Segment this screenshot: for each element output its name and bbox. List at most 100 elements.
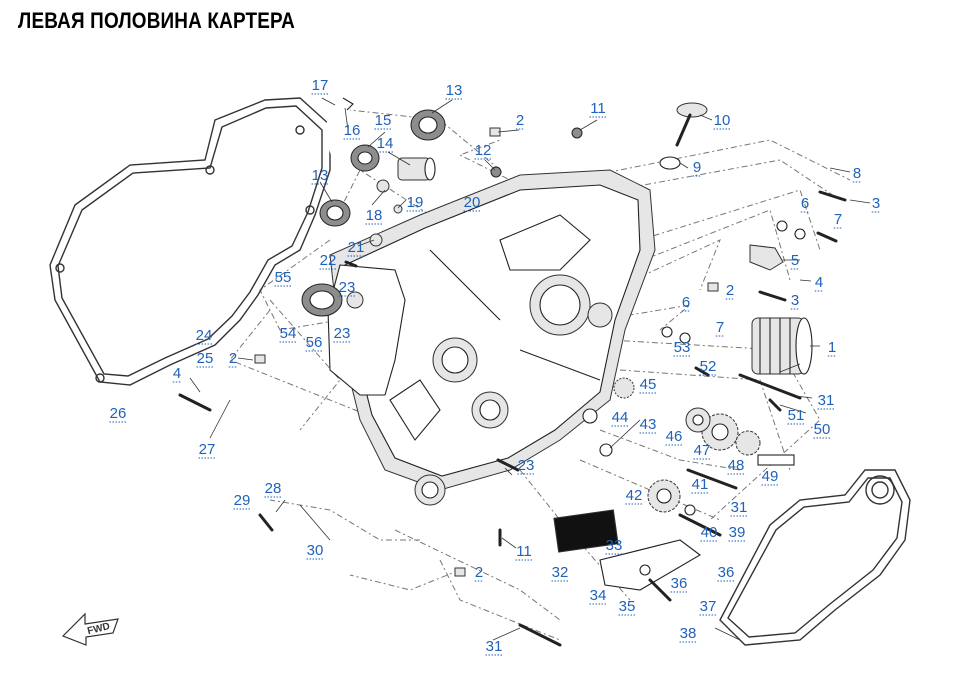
left-cover-gasket <box>49 97 331 386</box>
callout-48: 48 <box>727 457 745 475</box>
o-ring-9 <box>659 156 681 170</box>
callout-label: 4 <box>815 274 823 291</box>
callout-20: 20 <box>463 194 481 212</box>
oil-filter <box>751 317 813 375</box>
callout-label: 11 <box>590 100 606 117</box>
callout-28: 28 <box>264 480 282 498</box>
callout-39: 39 <box>728 524 746 542</box>
crankcase-left-half <box>329 169 656 506</box>
callout-23: 23 <box>333 325 351 343</box>
callout-label: 40 <box>701 524 718 541</box>
callout-label: 15 <box>375 112 392 129</box>
callout-50: 50 <box>813 421 831 439</box>
callout-51: 51 <box>787 407 805 425</box>
callout-23: 23 <box>517 457 535 475</box>
callout-47: 47 <box>693 442 711 460</box>
callout-4: 4 <box>172 365 182 383</box>
callout-label: 7 <box>716 319 724 336</box>
callout-label: 12 <box>475 142 492 159</box>
callout-36: 36 <box>717 564 735 582</box>
callout-40: 40 <box>700 524 718 542</box>
bolts <box>178 190 847 647</box>
gear-46 <box>685 407 711 433</box>
callout-label: 14 <box>377 135 394 152</box>
callout-label: 56 <box>306 334 323 351</box>
fwd-arrow-icon: FWD <box>61 612 119 646</box>
callout-52: 52 <box>699 358 717 376</box>
callout-43: 43 <box>639 416 657 434</box>
callout-label: 53 <box>674 339 691 356</box>
callout-42: 42 <box>625 487 643 505</box>
callout-label: 19 <box>407 194 424 211</box>
callout-label: 48 <box>728 457 745 474</box>
callout-label: 17 <box>312 77 329 94</box>
callout-25: 25 <box>196 350 214 368</box>
bearing-13-left <box>319 199 351 227</box>
callout-label: 55 <box>275 269 292 286</box>
callout-label: 5 <box>791 252 799 269</box>
callout-label: 31 <box>731 499 748 516</box>
callout-12: 12 <box>474 142 492 160</box>
callout-label: 35 <box>619 598 636 615</box>
callout-16: 16 <box>343 122 361 140</box>
callout-14: 14 <box>376 135 394 153</box>
callout-label: 36 <box>671 575 688 592</box>
gear-45 <box>613 377 635 399</box>
callout-label: 21 <box>348 239 365 256</box>
callout-label: 51 <box>788 407 805 424</box>
callout-38: 38 <box>679 625 697 643</box>
callout-13: 13 <box>445 82 463 100</box>
callout-34: 34 <box>589 587 607 605</box>
callout-33: 33 <box>605 537 623 555</box>
callout-label: 41 <box>692 476 709 493</box>
callout-31: 31 <box>485 638 503 656</box>
callout-2: 2 <box>474 564 484 582</box>
callout-label: 54 <box>280 325 297 342</box>
callout-label: 1 <box>828 339 836 356</box>
callout-label: 28 <box>265 480 282 497</box>
callout-label: 27 <box>199 441 216 458</box>
diagram-title: ЛЕВАЯ ПОЛОВИНА КАРТЕРА <box>18 8 295 33</box>
callout-label: 13 <box>312 167 329 184</box>
callout-11: 11 <box>589 100 607 118</box>
callout-label: 37 <box>700 598 717 615</box>
callout-label: 26 <box>110 405 127 422</box>
callout-label: 31 <box>486 638 503 655</box>
callout-2: 2 <box>515 112 525 130</box>
oil-seal-55 <box>301 283 343 317</box>
callout-8: 8 <box>852 165 862 183</box>
bearing-13-top <box>410 109 446 141</box>
callout-label: 20 <box>464 194 481 211</box>
callout-label: 39 <box>729 524 746 541</box>
bushing-14 <box>397 157 436 181</box>
callout-label: 4 <box>173 365 181 382</box>
callout-label: 38 <box>680 625 697 642</box>
callout-label: 9 <box>693 159 701 176</box>
callout-4: 4 <box>814 274 824 292</box>
callout-46: 46 <box>665 428 683 446</box>
callout-label: 3 <box>872 195 880 212</box>
callout-49: 49 <box>761 468 779 486</box>
callout-44: 44 <box>611 409 629 427</box>
callout-6: 6 <box>681 294 691 312</box>
callout-32: 32 <box>551 564 569 582</box>
callout-label: 13 <box>446 82 463 99</box>
callout-35: 35 <box>618 598 636 616</box>
callout-23: 23 <box>338 279 356 297</box>
callout-3: 3 <box>790 292 800 310</box>
callout-13: 13 <box>311 167 329 185</box>
callout-53: 53 <box>673 339 691 357</box>
callout-label: 47 <box>694 442 711 459</box>
dowels-and-washers <box>254 127 806 577</box>
callout-31: 31 <box>817 392 835 410</box>
bearing-15 <box>350 144 380 172</box>
elbow-fitting-5 <box>749 244 784 271</box>
callout-label: 52 <box>700 358 717 375</box>
callout-30: 30 <box>306 542 324 560</box>
callout-label: 6 <box>801 195 809 212</box>
leader-lines <box>189 97 871 641</box>
callout-26: 26 <box>109 405 127 423</box>
callout-label: 31 <box>818 392 835 409</box>
